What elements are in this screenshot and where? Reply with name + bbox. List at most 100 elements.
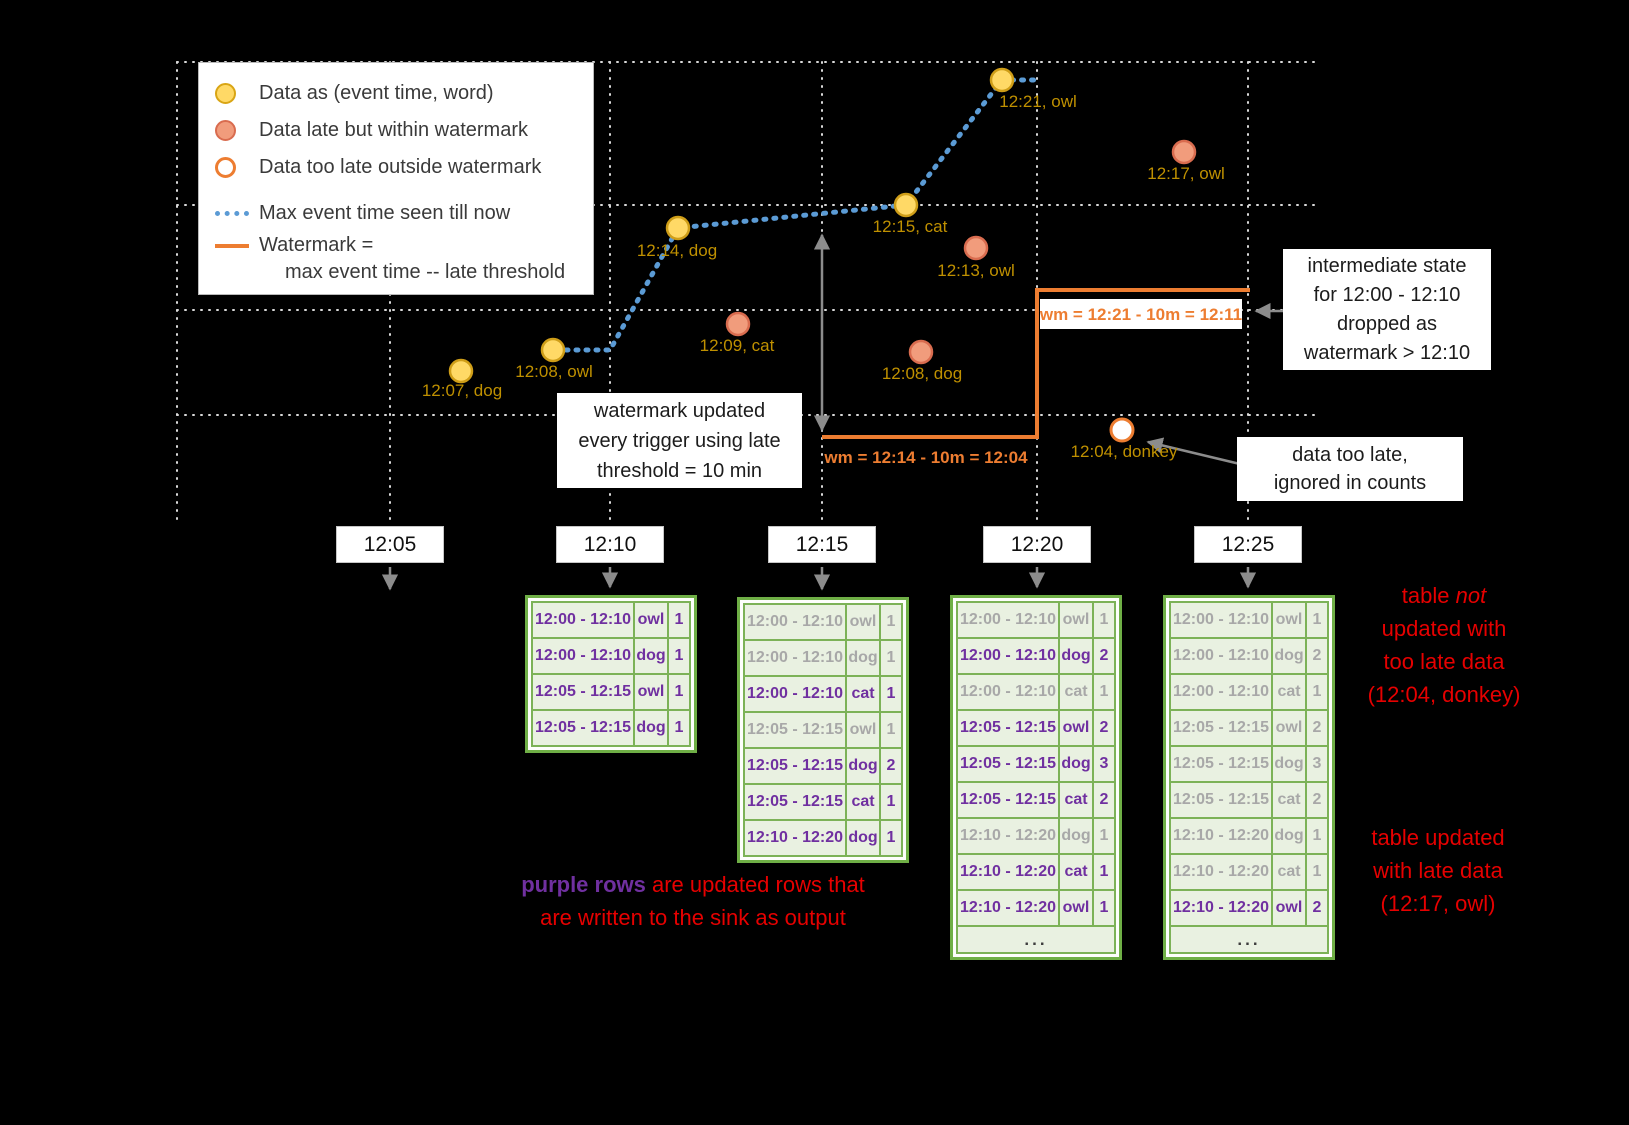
legend-label: Watermark = max event time -- late thres… xyxy=(259,232,565,286)
cell-word: owl xyxy=(847,605,879,639)
cell-count: 1 xyxy=(1094,819,1114,853)
cell-word: dog xyxy=(635,711,667,745)
cell-window: 12:00 - 12:10 xyxy=(958,603,1058,637)
note-segment: too late data xyxy=(1383,649,1505,674)
cell-word: owl xyxy=(1060,711,1092,745)
cell-count: 2 xyxy=(1094,783,1114,817)
cell-count: 1 xyxy=(669,639,689,673)
cell-count: 1 xyxy=(1094,603,1114,637)
note-segment: are written to the sink as output xyxy=(540,905,846,930)
cell-word: owl xyxy=(1060,891,1092,925)
note-line: updated with xyxy=(1338,612,1550,645)
data-point-label: 12:21, owl xyxy=(999,92,1077,111)
cell-window: 12:05 - 12:15 xyxy=(958,747,1058,781)
watermark-label-2: wm = 12:21 - 10m = 12:11 xyxy=(1039,305,1242,324)
cell-window: 12:00 - 12:10 xyxy=(533,603,633,637)
callout-watermark-trigger: watermark updated every trigger using la… xyxy=(557,393,802,488)
cell-word: dog xyxy=(847,641,879,675)
cell-count: 2 xyxy=(1307,891,1327,925)
cell-word: owl xyxy=(635,603,667,637)
cell-count: 1 xyxy=(1307,819,1327,853)
cell-count: 2 xyxy=(1094,711,1114,745)
note-line: table updated xyxy=(1340,821,1536,854)
cell-word: cat xyxy=(847,785,879,819)
data-point-ontime xyxy=(665,215,691,241)
cell-count: 1 xyxy=(881,641,901,675)
cell-count: 1 xyxy=(881,713,901,747)
data-point-ontime xyxy=(448,358,474,384)
cell-window: 12:00 - 12:10 xyxy=(1171,675,1271,709)
legend-label: Data as (event time, word) xyxy=(259,82,494,104)
cell-count: 2 xyxy=(1307,783,1327,817)
cell-word: cat xyxy=(1273,855,1305,889)
cell-window: 12:00 - 12:10 xyxy=(533,639,633,673)
cell-count: 2 xyxy=(1307,711,1327,745)
callout-data-too-late: data too late, ignored in counts xyxy=(1237,437,1463,501)
cell-window: 12:10 - 12:20 xyxy=(745,821,845,855)
note-segment: with late data xyxy=(1373,858,1503,883)
cell-count: 1 xyxy=(1307,603,1327,637)
cell-word: dog xyxy=(1060,819,1092,853)
cell-word: dog xyxy=(1060,747,1092,781)
note-line: table not xyxy=(1338,579,1550,612)
cell-window: 12:05 - 12:15 xyxy=(533,675,633,709)
cell-window: 12:10 - 12:20 xyxy=(958,855,1058,889)
cell-window: 12:00 - 12:10 xyxy=(958,675,1058,709)
too-late-callout-arrow xyxy=(1146,437,1241,466)
too-late-point-icon xyxy=(215,157,259,178)
cell-word: dog xyxy=(1060,639,1092,673)
cell-word: cat xyxy=(1060,855,1092,889)
note-line: (12:04, donkey) xyxy=(1338,678,1550,711)
note-segment: purple rows xyxy=(521,872,646,897)
cell-window: 12:10 - 12:20 xyxy=(1171,855,1271,889)
data-point-late xyxy=(963,235,989,261)
trigger-time-1220: 12:20 xyxy=(983,526,1091,563)
cell-window: 12:00 - 12:10 xyxy=(1171,639,1271,673)
note-line: (12:17, owl) xyxy=(1340,887,1536,920)
cell-word: owl xyxy=(1060,603,1092,637)
data-point-label: 12:15, cat xyxy=(873,217,948,236)
cell-window: 12:10 - 12:20 xyxy=(958,819,1058,853)
cell-window: 12:10 - 12:20 xyxy=(1171,891,1271,925)
cell-word: cat xyxy=(1273,783,1305,817)
data-point-label: 12:14, dog xyxy=(637,241,717,260)
legend-item-too-late: Data too late outside watermark xyxy=(215,149,579,186)
callout-state-dropped: intermediate state for 12:00 - 12:10 dro… xyxy=(1283,249,1491,370)
note-segment: table updated xyxy=(1371,825,1505,850)
cell-window: 12:05 - 12:15 xyxy=(958,783,1058,817)
trigger-time-1225: 12:25 xyxy=(1194,526,1302,563)
data-point-ontime xyxy=(540,337,566,363)
trigger-time-1205: 12:05 xyxy=(336,526,444,563)
cell-count: 2 xyxy=(881,749,901,783)
cell-word: dog xyxy=(1273,639,1305,673)
cell-count: 1 xyxy=(881,821,901,855)
trigger-time-1215: 12:15 xyxy=(768,526,876,563)
cell-window: 12:05 - 12:15 xyxy=(533,711,633,745)
cell-window: 12:00 - 12:10 xyxy=(1171,603,1271,637)
note-table-updated-late: table updated with late data (12:17, owl) xyxy=(1340,821,1536,920)
cell-window: 12:10 - 12:20 xyxy=(1171,819,1271,853)
data-point-toolate xyxy=(1109,417,1135,443)
data-point-ontime xyxy=(989,67,1015,93)
cell-count: 1 xyxy=(1307,675,1327,709)
legend-label: Max event time seen till now xyxy=(259,202,511,224)
data-point-label: 12:04, donkey xyxy=(1071,442,1178,461)
data-point-label: 12:07, dog xyxy=(422,381,502,400)
data-point-late xyxy=(908,339,934,365)
cell-word: cat xyxy=(847,677,879,711)
legend-item-late: Data late but within watermark xyxy=(215,112,579,149)
cell-word: owl xyxy=(1273,891,1305,925)
cell-count: 2 xyxy=(1307,639,1327,673)
legend-item-watermark: Watermark = max event time -- late thres… xyxy=(215,232,579,286)
cell-count: 1 xyxy=(881,605,901,639)
cell-word: owl xyxy=(1273,603,1305,637)
note-segment: updated with xyxy=(1381,616,1507,641)
watermark-label-line1: Watermark = xyxy=(259,234,374,256)
trigger-time-1210: 12:10 xyxy=(556,526,664,563)
cell-window: 12:05 - 12:15 xyxy=(1171,747,1271,781)
